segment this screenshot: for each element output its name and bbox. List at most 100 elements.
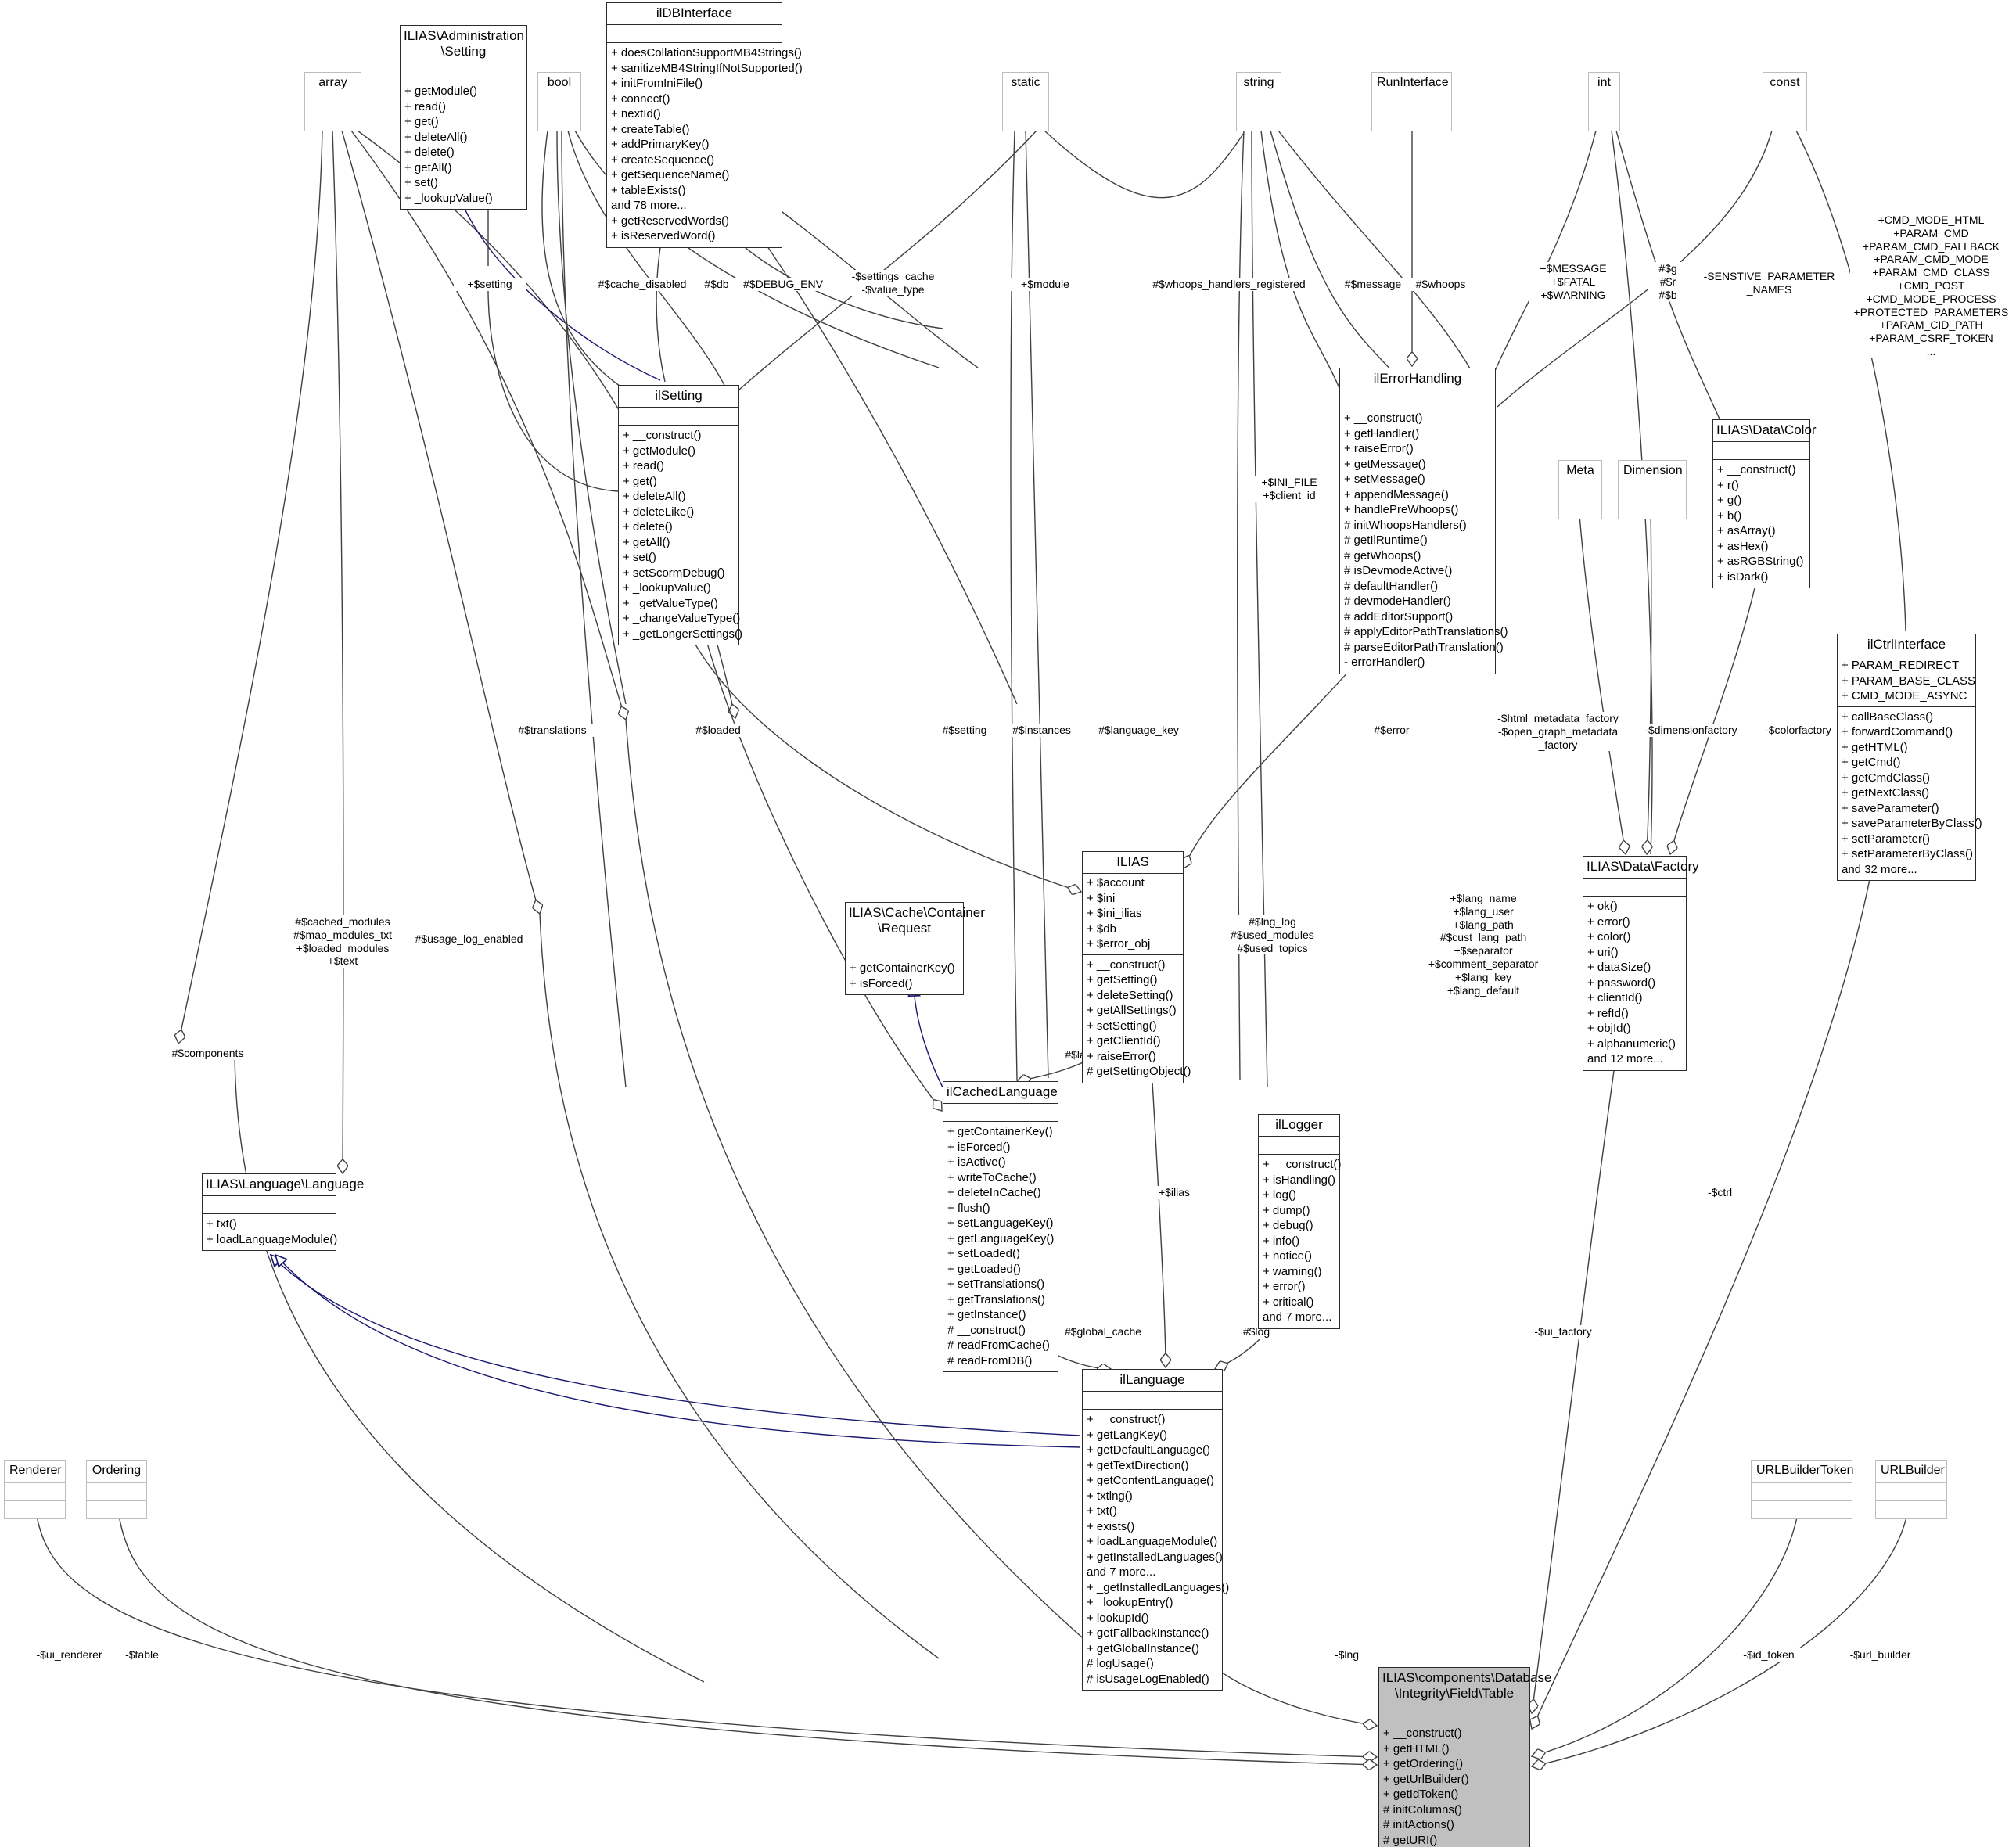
class-box-array[interactable]: array [304, 72, 361, 131]
class-attributes [538, 95, 580, 113]
operation-row: # devmodeHandler() [1344, 595, 1451, 609]
operation-row: + critical() [1263, 1295, 1314, 1309]
operation-row: + getAll() [404, 160, 452, 174]
class-operations [1559, 501, 1601, 519]
operation-row: - errorHandler() [1344, 656, 1425, 670]
class-box-ilias[interactable]: ILIAS+ $account+ $ini+ $ini_ilias+ $db+ … [1082, 851, 1191, 1083]
operation-row: + loadLanguageModule() [1087, 1535, 1218, 1549]
class-attributes [1619, 483, 1686, 501]
operation-row: + error() [1263, 1280, 1306, 1294]
operation-row: + __construct() [623, 429, 702, 443]
operation-row: + __construct() [1344, 411, 1423, 426]
class-box-ilcachedlanguage[interactable]: ilCachedLanguage+ getContainerKey()+ isF… [943, 1081, 1058, 1373]
edge-label-l-whoops: #$whoops [1407, 278, 1475, 291]
operation-row: + __construct() [1263, 1158, 1342, 1172]
class-box-ilias-data-color[interactable]: ILIAS\Data\Color+ __construct()+ r()+ g(… [1712, 419, 1817, 589]
class-attributes [401, 63, 526, 82]
class-operations: + __construct()+ r()+ g()+ b()+ asArray(… [1713, 460, 1809, 588]
class-box-ilctrlinterface[interactable]: ilCtrlInterface + PARAM_REDIRECT+ PARAM_B… [1837, 634, 1982, 882]
class-box-ordering[interactable]: Ordering [86, 1460, 147, 1519]
class-box-bool[interactable]: bool [537, 72, 581, 131]
class-attributes [1259, 1137, 1339, 1155]
class-operations [5, 1501, 65, 1518]
class-name: Renderer [5, 1461, 65, 1483]
operation-row: + getContainerKey() [947, 1125, 1053, 1139]
operation-row: # readFromDB() [947, 1353, 1033, 1367]
class-box-illanguage[interactable]: ilLanguage+ __construct()+ getLangKey()+… [1082, 1369, 1229, 1691]
class-box-target-table[interactable]: ILIAS\components\Database \Integrity\Fie… [1378, 1667, 1551, 1847]
attribute-row: + PARAM_BASE_CLASS [1842, 674, 1976, 688]
class-name: ILIAS\Cache\Container \Request [846, 903, 985, 941]
attribute-row: + CMD_MODE_ASYNC [1842, 689, 1967, 703]
class-box-meta[interactable]: Meta [1558, 460, 1602, 519]
operation-row: + getContainerKey() [850, 961, 955, 976]
class-box-dimension[interactable]: Dimension [1618, 460, 1687, 519]
attribute-row: + $account [1087, 876, 1145, 890]
operation-row: + deleteSetting() [1087, 988, 1173, 1002]
operation-row: + info() [1263, 1234, 1300, 1248]
operation-row: + getMessage() [1344, 457, 1426, 471]
class-name: ilSetting [619, 386, 738, 408]
class-operations: + __construct()+ getSetting()+ deleteSet… [1083, 955, 1191, 1083]
operation-row: + delete() [404, 146, 455, 160]
class-box-ilias-language-language[interactable]: ILIAS\Language\Language+ txt()+ loadLang… [202, 1173, 364, 1252]
operation-row: + setTranslations() [947, 1277, 1045, 1292]
class-box-ilias-administration-setting[interactable]: ILIAS\Administration \Setting+ getModule… [400, 25, 527, 210]
attribute-row: + PARAM_REDIRECT [1842, 659, 1960, 673]
class-box-int[interactable]: int [1588, 72, 1620, 131]
edge-label-l-lng: -$lng [1324, 1648, 1369, 1662]
class-attributes [943, 1104, 1058, 1123]
operation-row: + set() [623, 551, 656, 565]
class-box-illogger[interactable]: ilLogger+ __construct()+ isHandling()+ l… [1258, 1114, 1342, 1329]
class-name: ilErrorHandling [1340, 368, 1495, 391]
edge-label-l-id-token: -$id_token [1733, 1648, 1805, 1662]
class-attributes [1237, 95, 1281, 113]
operation-row: + getInstance() [947, 1308, 1026, 1322]
edge-label-l-message: #$message [1337, 278, 1409, 291]
operation-row: + setLanguageKey() [947, 1216, 1054, 1231]
operation-row: + getGlobalInstance() [1087, 1641, 1199, 1655]
class-box-urlbuildertoken[interactable]: URLBuilderToken [1751, 1460, 1854, 1519]
class-operations [1876, 1501, 1946, 1518]
operation-row: + addPrimaryKey() [611, 138, 710, 152]
operation-row: + getHTML() [1383, 1741, 1450, 1755]
operation-row: and 78 more... [611, 199, 687, 213]
operation-row: + asRGBString() [1717, 555, 1804, 569]
class-operations [1589, 113, 1619, 131]
class-name: RunInterface [1372, 73, 1451, 95]
class-box-ilerrorhandling[interactable]: ilErrorHandling+ __construct()+ getHandl… [1339, 368, 1508, 674]
edge-label-l-ini-file: +$INI_FILE +$client_id [1249, 476, 1329, 502]
class-box-runinterface[interactable]: RunInterface [1371, 72, 1452, 131]
operation-row: # defaultHandler() [1344, 579, 1439, 593]
class-operations: + txt()+ loadLanguageModule() [203, 1214, 337, 1250]
class-box-ildbinterface[interactable]: ilDBInterface+ doesCollationSupportMB4St… [606, 2, 803, 248]
class-name: ILIAS [1083, 852, 1183, 875]
operation-row: + getCmdClass() [1842, 771, 1930, 785]
operation-row: + callBaseClass() [1842, 710, 1934, 724]
class-attributes [1583, 879, 1686, 897]
operation-row: + txt() [1087, 1504, 1117, 1518]
edge-label-l-html-metadata: -$html_metadata_factory -$open_graph_met… [1493, 712, 1623, 752]
class-name: Ordering [87, 1461, 146, 1483]
class-box-renderer[interactable]: Renderer [4, 1460, 66, 1519]
class-box-urlbuilder[interactable]: URLBuilder [1875, 1460, 1947, 1519]
class-name: ilDBInterface [607, 3, 782, 26]
class-box-ilsetting[interactable]: ilSetting+ __construct()+ getModule()+ r… [618, 385, 742, 646]
operation-row: + dump() [1263, 1203, 1310, 1217]
operation-row: + color() [1587, 930, 1631, 944]
class-name: ilCtrlInterface [1838, 634, 1975, 657]
operation-row: + getNextClass() [1842, 786, 1930, 800]
operation-row: # getWhoops() [1344, 548, 1421, 562]
class-operations [1372, 113, 1451, 131]
class-box-string[interactable]: string [1236, 72, 1281, 131]
edge-label-l-cached-modules: #$cached_modules #$map_modules_txt +$loa… [284, 915, 401, 968]
class-box-static[interactable]: static [1002, 72, 1049, 131]
operation-row: + isForced() [947, 1140, 1011, 1154]
class-box-const[interactable]: const [1763, 72, 1807, 131]
operation-row: + set() [404, 176, 438, 190]
class-box-ilias-cache-container-request[interactable]: ILIAS\Cache\Container \Request + getConta… [845, 902, 985, 996]
operation-row: and 7 more... [1263, 1310, 1332, 1324]
class-box-ilias-data-factory[interactable]: ILIAS\Data\Factory+ ok()+ error()+ color… [1583, 856, 1699, 1071]
operation-row: + deleteLike() [623, 505, 695, 519]
